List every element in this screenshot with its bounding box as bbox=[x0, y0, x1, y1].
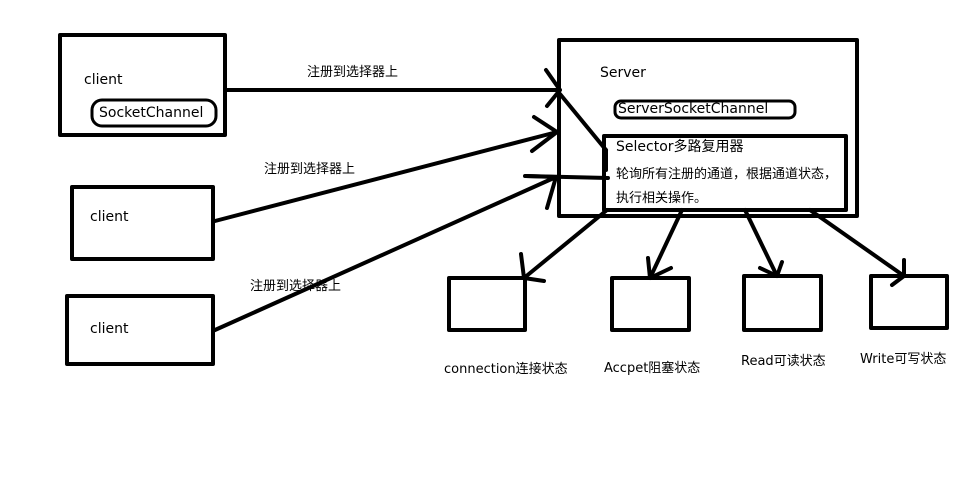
arrow-register-2 bbox=[213, 115, 559, 223]
arrow-to-write bbox=[808, 208, 906, 287]
state-label-write: Write可写状态 bbox=[860, 352, 947, 367]
socketchannel-box bbox=[90, 98, 218, 128]
client-box-2 bbox=[70, 185, 215, 261]
server-label: Server bbox=[600, 65, 646, 81]
arrow-to-connection bbox=[519, 208, 609, 283]
state-label-accept: Accpet阻塞状态 bbox=[604, 361, 701, 376]
arrow-register-1 bbox=[224, 68, 562, 108]
edge-label-1: 注册到选择器上 bbox=[307, 65, 399, 80]
selector-box bbox=[602, 134, 848, 212]
client-box-1 bbox=[58, 33, 227, 137]
state-box-read bbox=[742, 274, 823, 332]
socketchannel-label: SocketChannel bbox=[99, 105, 204, 121]
arrow-server-to-selector bbox=[558, 92, 608, 172]
arrow-register-3 bbox=[213, 174, 558, 332]
edge-label-2: 注册到选择器上 bbox=[264, 162, 356, 177]
selector-title: Selector多路复用器 bbox=[616, 139, 744, 155]
client-box-3 bbox=[65, 294, 215, 366]
serversocketchannel-label: ServerSocketChannel bbox=[618, 101, 769, 117]
state-label-read: Read可读状态 bbox=[741, 354, 826, 369]
arrow-to-read bbox=[743, 208, 784, 278]
serversocketchannel-box bbox=[613, 99, 797, 120]
client-label-2: client bbox=[90, 209, 129, 225]
server-box bbox=[557, 38, 859, 218]
client-label-1: client bbox=[84, 72, 123, 88]
selector-description: 轮询所有注册的通道，根据通道状态，执行相关操作。 bbox=[616, 167, 838, 206]
client-label-3: client bbox=[90, 321, 129, 337]
state-box-connection bbox=[447, 276, 527, 332]
state-box-accept bbox=[610, 276, 691, 332]
edge-label-3: 注册到选择器上 bbox=[250, 279, 342, 294]
arrow-to-accept bbox=[646, 208, 684, 280]
arrow-to-selector-tip bbox=[523, 174, 610, 180]
state-box-write bbox=[869, 274, 949, 330]
state-label-connection: connection连接状态 bbox=[444, 362, 568, 377]
